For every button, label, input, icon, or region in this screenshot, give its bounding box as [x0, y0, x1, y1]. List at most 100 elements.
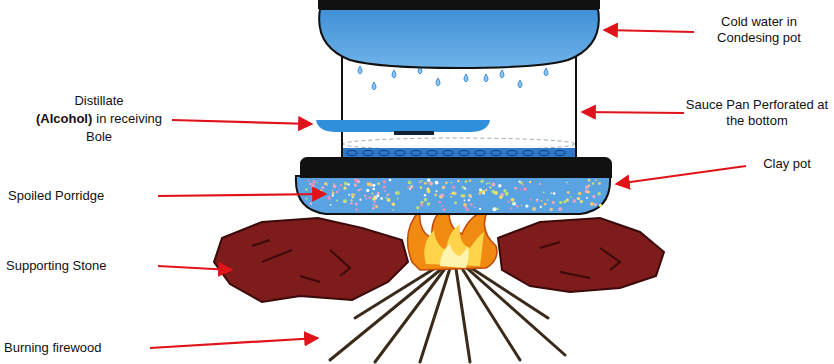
condensing-pot — [319, 9, 599, 68]
porridge-speck — [307, 180, 309, 182]
porridge-speck — [355, 202, 358, 205]
porridge-speck — [499, 196, 502, 199]
porridge-speck — [462, 194, 466, 198]
porridge-speck — [436, 190, 438, 192]
condensing-pot-rim — [318, 0, 600, 9]
porridge-speck — [427, 202, 430, 205]
porridge-speck — [330, 204, 332, 206]
bubble — [491, 151, 501, 156]
porridge-speck — [321, 186, 324, 189]
porridge-speck — [452, 186, 455, 189]
porridge-speck — [343, 199, 347, 203]
porridge-speck — [479, 192, 481, 194]
porridge-speck — [419, 182, 421, 184]
porridge-speck — [392, 203, 394, 205]
porridge-speck — [450, 196, 452, 198]
porridge-speck — [503, 189, 506, 192]
porridge-speck — [365, 198, 367, 200]
porridge-speck — [353, 193, 355, 195]
porridge-speck — [429, 182, 432, 185]
porridge-speck — [443, 208, 446, 211]
porridge-speck — [424, 182, 427, 185]
porridge-speck — [343, 186, 346, 189]
porridge-speck — [368, 182, 372, 186]
porridge-speck — [427, 179, 430, 182]
porridge-speck — [407, 186, 409, 188]
porridge-speck — [512, 202, 516, 206]
porridge-speck — [364, 195, 366, 197]
porridge-speck — [541, 200, 543, 202]
porridge-speck — [494, 191, 498, 195]
porridge-speck — [366, 189, 369, 192]
porridge-speck — [409, 188, 411, 190]
porridge-speck — [597, 192, 601, 196]
porridge-speck — [310, 202, 313, 205]
porridge-speck — [529, 181, 532, 184]
bubble — [443, 151, 453, 156]
porridge-speck — [464, 206, 467, 209]
porridge-speck — [598, 182, 601, 185]
clay-pot-label: Clay pot — [752, 156, 822, 172]
porridge-speck — [547, 199, 549, 201]
porridge-label: Spoiled Porridge — [8, 188, 158, 204]
porridge-speck — [479, 208, 481, 210]
porridge-speck — [595, 179, 597, 181]
porridge-speck — [465, 180, 468, 183]
porridge-speck — [372, 207, 374, 209]
porridge-speck — [489, 182, 491, 184]
porridge-speck — [375, 205, 378, 208]
bubble — [523, 151, 533, 156]
porridge-speck — [372, 197, 376, 201]
porridge-speck — [511, 198, 515, 202]
porridge-speck — [466, 208, 469, 211]
porridge-speck — [532, 207, 536, 211]
porridge-speck — [387, 198, 391, 202]
porridge-speck — [496, 208, 498, 210]
porridge-speck — [376, 194, 379, 197]
porridge-speck — [434, 194, 437, 197]
porridge-speck — [442, 186, 445, 189]
porridge-speck — [305, 188, 307, 190]
porridge-speck — [333, 183, 335, 185]
porridge-speck — [479, 189, 482, 192]
bubble — [363, 151, 373, 156]
porridge-speck — [347, 183, 349, 185]
porridge-speck — [371, 193, 373, 195]
porridge-speck — [493, 207, 497, 211]
porridge-speck — [454, 201, 457, 204]
porridge-speck — [570, 196, 572, 198]
porridge-speck — [536, 200, 538, 202]
porridge-speck — [339, 189, 341, 191]
porridge-speck — [449, 193, 451, 195]
porridge-speck — [457, 180, 460, 183]
porridge-speck — [386, 194, 388, 196]
porridge-speck — [510, 207, 512, 209]
porridge-speck — [359, 199, 361, 201]
porridge-speck — [513, 202, 515, 204]
porridge-speck — [340, 184, 343, 187]
porridge-speck — [377, 183, 379, 185]
porridge-speck — [587, 191, 590, 194]
porridge-speck — [409, 189, 411, 191]
porridge-speck — [351, 193, 353, 195]
porridge-speck — [530, 199, 532, 201]
bubble — [379, 151, 389, 156]
porridge-speck — [383, 180, 386, 183]
porridge-speck — [592, 195, 595, 198]
porridge-speck — [408, 181, 412, 185]
porridge-speck — [559, 201, 562, 204]
porridge-speck — [544, 203, 547, 206]
porridge-speck — [351, 199, 353, 201]
condensing-pot-label: Cold water in Condesing pot — [700, 14, 818, 46]
porridge-speck — [474, 207, 476, 209]
porridge-speck — [479, 193, 481, 195]
porridge-speck — [429, 182, 433, 186]
porridge-speck — [445, 181, 448, 184]
porridge-speck — [320, 189, 322, 191]
porridge-speck — [540, 206, 542, 208]
porridge-speck — [507, 200, 509, 202]
porridge-speck — [332, 192, 335, 195]
porridge-speck — [435, 181, 439, 185]
porridge-speck — [312, 180, 315, 183]
